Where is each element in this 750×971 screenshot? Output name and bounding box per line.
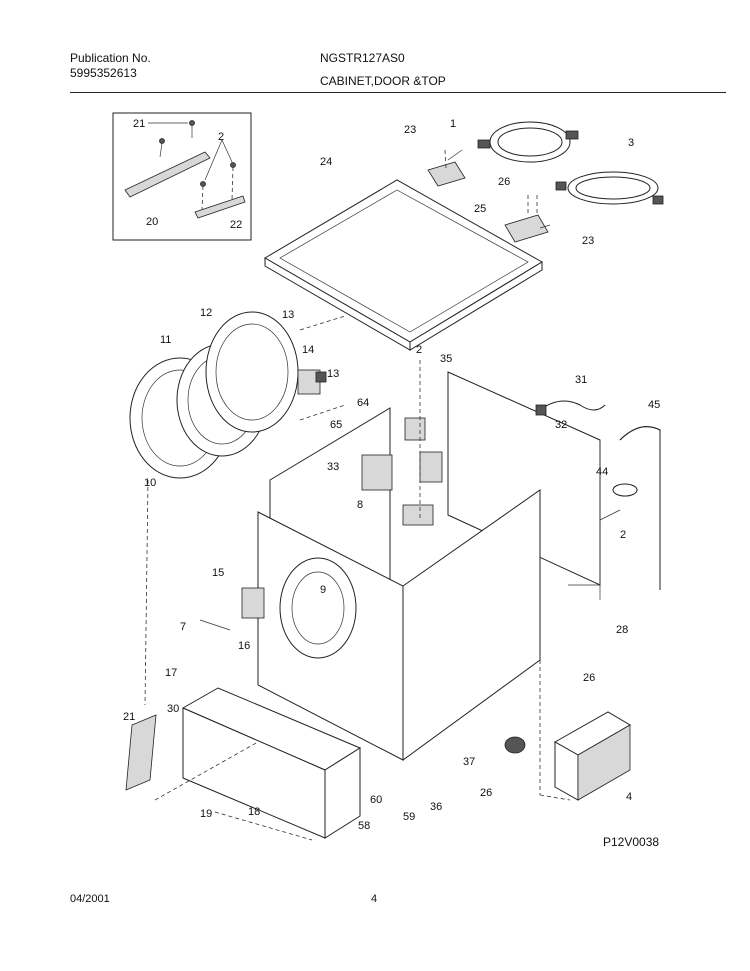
callout-26-bottom: 26 — [480, 787, 492, 799]
callout-1: 1 — [450, 118, 456, 130]
callout-8: 8 — [357, 499, 363, 511]
callout-3: 3 — [628, 137, 634, 149]
callout-23-top: 23 — [404, 124, 416, 136]
callout-12: 12 — [200, 307, 212, 319]
door-assembly — [129, 311, 346, 479]
callout-13-side: 13 — [327, 368, 339, 380]
header-rule — [70, 92, 726, 93]
callout-36: 36 — [430, 801, 442, 813]
callout-32: 32 — [555, 419, 567, 431]
callout-11: 11 — [160, 334, 171, 346]
callout-33: 33 — [327, 461, 339, 473]
callout-2-right: 2 — [620, 529, 626, 541]
callout-23-right: 23 — [582, 235, 594, 247]
cabinet-body — [241, 371, 601, 761]
callout-7: 7 — [180, 621, 186, 633]
callout-59: 59 — [403, 811, 415, 823]
motor-37 — [504, 736, 526, 754]
callout-28: 28 — [616, 624, 628, 636]
top-panel — [264, 179, 543, 351]
callout-17: 17 — [165, 667, 177, 679]
callout-26-top: 26 — [498, 176, 510, 188]
callout-58: 58 — [358, 820, 370, 832]
callout-16: 16 — [238, 640, 250, 652]
callout-60: 60 — [370, 794, 382, 806]
drain-hose — [612, 426, 661, 590]
callout-26-right: 26 — [583, 672, 595, 684]
figure-code: P12V0038 — [603, 835, 660, 849]
footer-date: 04/2001 — [70, 893, 110, 905]
callout-19: 19 — [200, 808, 212, 820]
power-cord — [535, 400, 606, 416]
callout-31: 31 — [575, 374, 587, 386]
leader-lines — [144, 360, 621, 841]
toe-panel — [125, 687, 362, 839]
callout-10: 10 — [144, 477, 156, 489]
callout-2-top: 2 — [416, 344, 422, 356]
model-number: NGSTR127AS0 — [320, 51, 405, 65]
inlet-hose-3 — [555, 171, 664, 205]
callout-13-top: 13 — [282, 309, 294, 321]
callout-25: 25 — [474, 203, 486, 215]
inset-box — [112, 112, 252, 241]
callout-15: 15 — [212, 567, 224, 579]
callout-22: 22 — [230, 219, 242, 231]
callout-labels: 21 2 20 22 1 23 3 24 26 25 23 12 13 11 1… — [123, 118, 660, 832]
callout-35: 35 — [440, 353, 452, 365]
inlet-hose-1 — [477, 121, 579, 163]
hose-brackets — [427, 149, 551, 243]
control-box — [553, 711, 631, 801]
callout-45: 45 — [648, 399, 660, 411]
section-title: CABINET,DOOR &TOP — [320, 74, 446, 88]
callout-20: 20 — [146, 216, 158, 228]
publication-number: 5995352613 — [70, 66, 137, 80]
callout-14: 14 — [302, 344, 314, 356]
callout-21-inset: 21 — [133, 118, 145, 130]
callout-30: 30 — [167, 703, 179, 715]
internal-parts — [361, 417, 443, 526]
callout-2-inset: 2 — [218, 131, 224, 143]
callout-24: 24 — [320, 156, 332, 168]
callout-9: 9 — [320, 584, 326, 596]
page-number: 4 — [371, 893, 378, 905]
callout-64: 64 — [357, 397, 369, 409]
callout-37: 37 — [463, 756, 475, 768]
callout-18: 18 — [248, 806, 260, 818]
callout-44: 44 — [596, 466, 608, 478]
callout-4: 4 — [626, 791, 632, 803]
callout-21-bottom: 21 — [123, 711, 135, 723]
publication-label: Publication No. — [70, 51, 151, 65]
callout-65: 65 — [330, 419, 342, 431]
